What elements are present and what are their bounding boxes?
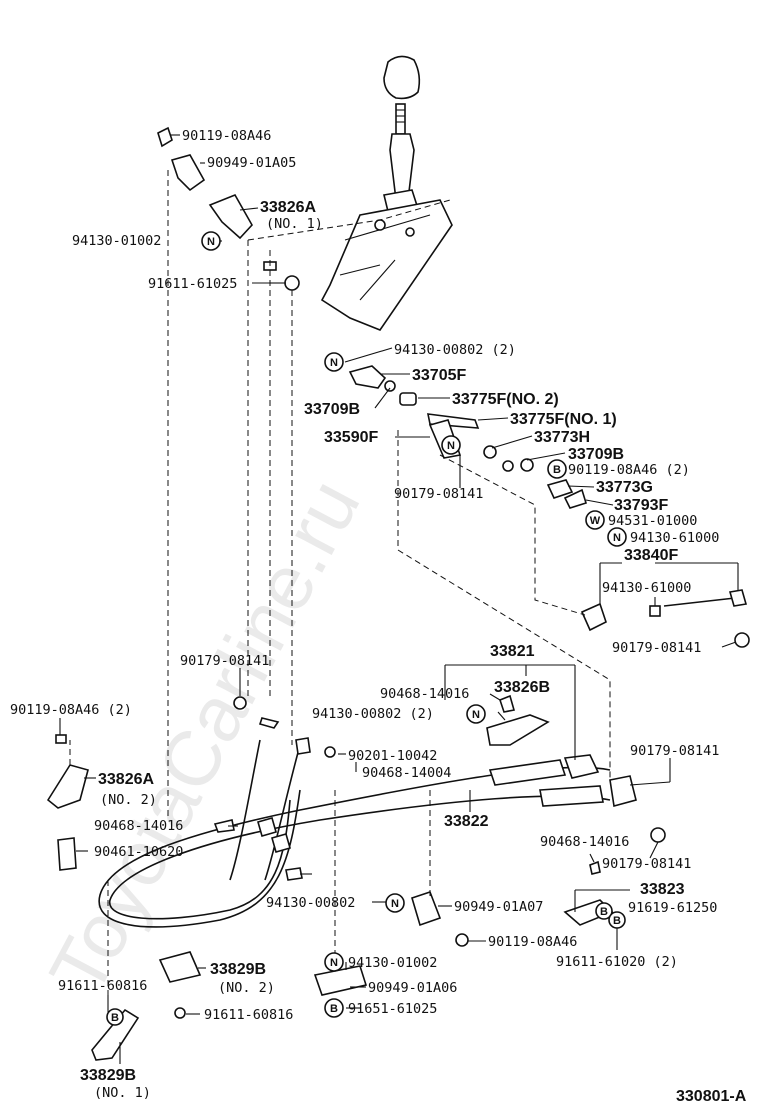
part-label: 90201-10042 — [348, 748, 437, 764]
part-label: 90468-14016 — [540, 834, 629, 850]
svg-text:N: N — [447, 440, 455, 452]
symbol-n-5: N — [466, 704, 486, 724]
symbol-n-4: N — [607, 527, 627, 547]
watermark: ToyotaCarline.ru — [32, 465, 376, 1008]
part-label: 91619-61250 — [628, 900, 717, 916]
part-label: 33826B — [494, 679, 550, 696]
part-label: 90179-08141 — [602, 856, 691, 872]
diagram-code: 330801-A — [676, 1088, 747, 1105]
part-label: 90119-08A46 — [488, 934, 577, 950]
rod-33840f — [580, 589, 750, 648]
shift-lever-assembly — [320, 55, 453, 331]
symbol-b-4: B — [324, 998, 344, 1018]
symbol-b-2: B — [595, 902, 613, 920]
part-label: 90949-01A05 — [207, 155, 296, 171]
svg-text:N: N — [330, 357, 338, 369]
symbol-n-6: N — [385, 893, 405, 913]
svg-text:B: B — [613, 915, 621, 927]
part-label: 90179-08141 — [180, 653, 269, 669]
part-label: 91611-61025 — [148, 276, 237, 292]
part-label: 90468-14004 — [362, 765, 451, 781]
part-label: 33705F — [412, 367, 466, 384]
part-label: 33793F — [614, 497, 668, 514]
part-label: (NO. 1) — [266, 216, 323, 232]
part-label: 90949-01A06 — [368, 980, 457, 996]
part-label: 33709B — [304, 401, 360, 418]
part-label: 33773H — [534, 429, 590, 446]
part-label: 90119-08A46 (2) — [10, 702, 132, 718]
part-label: 94130-01002 — [348, 955, 437, 971]
part-label: 91611-61020 (2) — [556, 954, 678, 970]
part-label: 90468-14016 — [94, 818, 183, 834]
part-label: 33773G — [596, 479, 653, 496]
symbol-n-1: N — [201, 231, 221, 251]
symbol-w-1: W — [585, 510, 605, 530]
part-label: 33590F — [324, 429, 378, 446]
part-label: 90179-08141 — [630, 743, 719, 759]
part-label: 33829B — [80, 1067, 136, 1084]
part-label: 33821 — [490, 643, 535, 660]
symbol-n-2: N — [324, 352, 344, 372]
circled-symbols: N N N B W N N N B B N B B — [106, 231, 627, 1026]
part-label: 94531-01000 — [608, 513, 697, 529]
symbol-b-5: B — [106, 1008, 124, 1026]
part-label: 90119-08A46 (2) — [568, 462, 690, 478]
part-label: 91611-60816 — [204, 1007, 293, 1023]
svg-text:B: B — [553, 464, 561, 476]
part-label: 33840F — [624, 547, 678, 564]
part-label: 90468-14016 — [380, 686, 469, 702]
symbol-n-7: N — [324, 952, 344, 972]
leader-lines — [59, 134, 739, 1064]
svg-text:N: N — [613, 532, 621, 544]
svg-text:N: N — [207, 236, 215, 248]
svg-text:N: N — [391, 898, 399, 910]
part-label: 94130-01002 — [72, 233, 161, 249]
part-label: 33775F(NO. 1) — [510, 411, 617, 428]
svg-text:N: N — [472, 709, 480, 721]
part-label: 94130-00802 (2) — [312, 706, 434, 722]
part-label: 91611-60816 — [58, 978, 147, 994]
dashed-guides — [69, 170, 611, 1020]
misc-parts — [46, 694, 666, 1061]
svg-text:W: W — [590, 515, 601, 527]
part-label: 90179-08141 — [612, 640, 701, 656]
part-label: 91651-61025 — [348, 1001, 437, 1017]
part-label: 94130-61000 — [630, 530, 719, 546]
part-label: 94130-00802 (2) — [394, 342, 516, 358]
cables — [98, 739, 637, 928]
part-labels: 90119-08A46 90949-01A05 33826A (NO. 1) 9… — [10, 128, 747, 1105]
part-label: 33826A — [98, 771, 154, 788]
svg-text:B: B — [330, 1003, 338, 1015]
part-label: 33822 — [444, 813, 489, 830]
part-label: 33823 — [640, 881, 685, 898]
part-label: (NO. 2) — [218, 980, 275, 996]
part-label: 33826A — [260, 199, 316, 216]
svg-text:N: N — [330, 957, 338, 969]
part-label: 33829B — [210, 961, 266, 978]
svg-text:B: B — [111, 1012, 119, 1024]
part-label: 94130-00802 — [266, 895, 355, 911]
symbol-b-3: B — [608, 911, 626, 929]
part-label: 90949-01A07 — [454, 899, 543, 915]
svg-text:B: B — [600, 906, 608, 918]
part-label: 33775F(NO. 2) — [452, 391, 559, 408]
symbol-n-3: N — [441, 435, 461, 455]
part-label: 90461-10620 — [94, 844, 183, 860]
part-label: (NO. 2) — [100, 792, 157, 808]
part-label: 90119-08A46 — [182, 128, 271, 144]
part-label: (NO. 1) — [94, 1085, 151, 1101]
symbol-b-1: B — [547, 459, 567, 479]
part-label: 90179-08141 — [394, 486, 483, 502]
part-label: 33709B — [568, 446, 624, 463]
part-label: 94130-61000 — [602, 580, 691, 596]
